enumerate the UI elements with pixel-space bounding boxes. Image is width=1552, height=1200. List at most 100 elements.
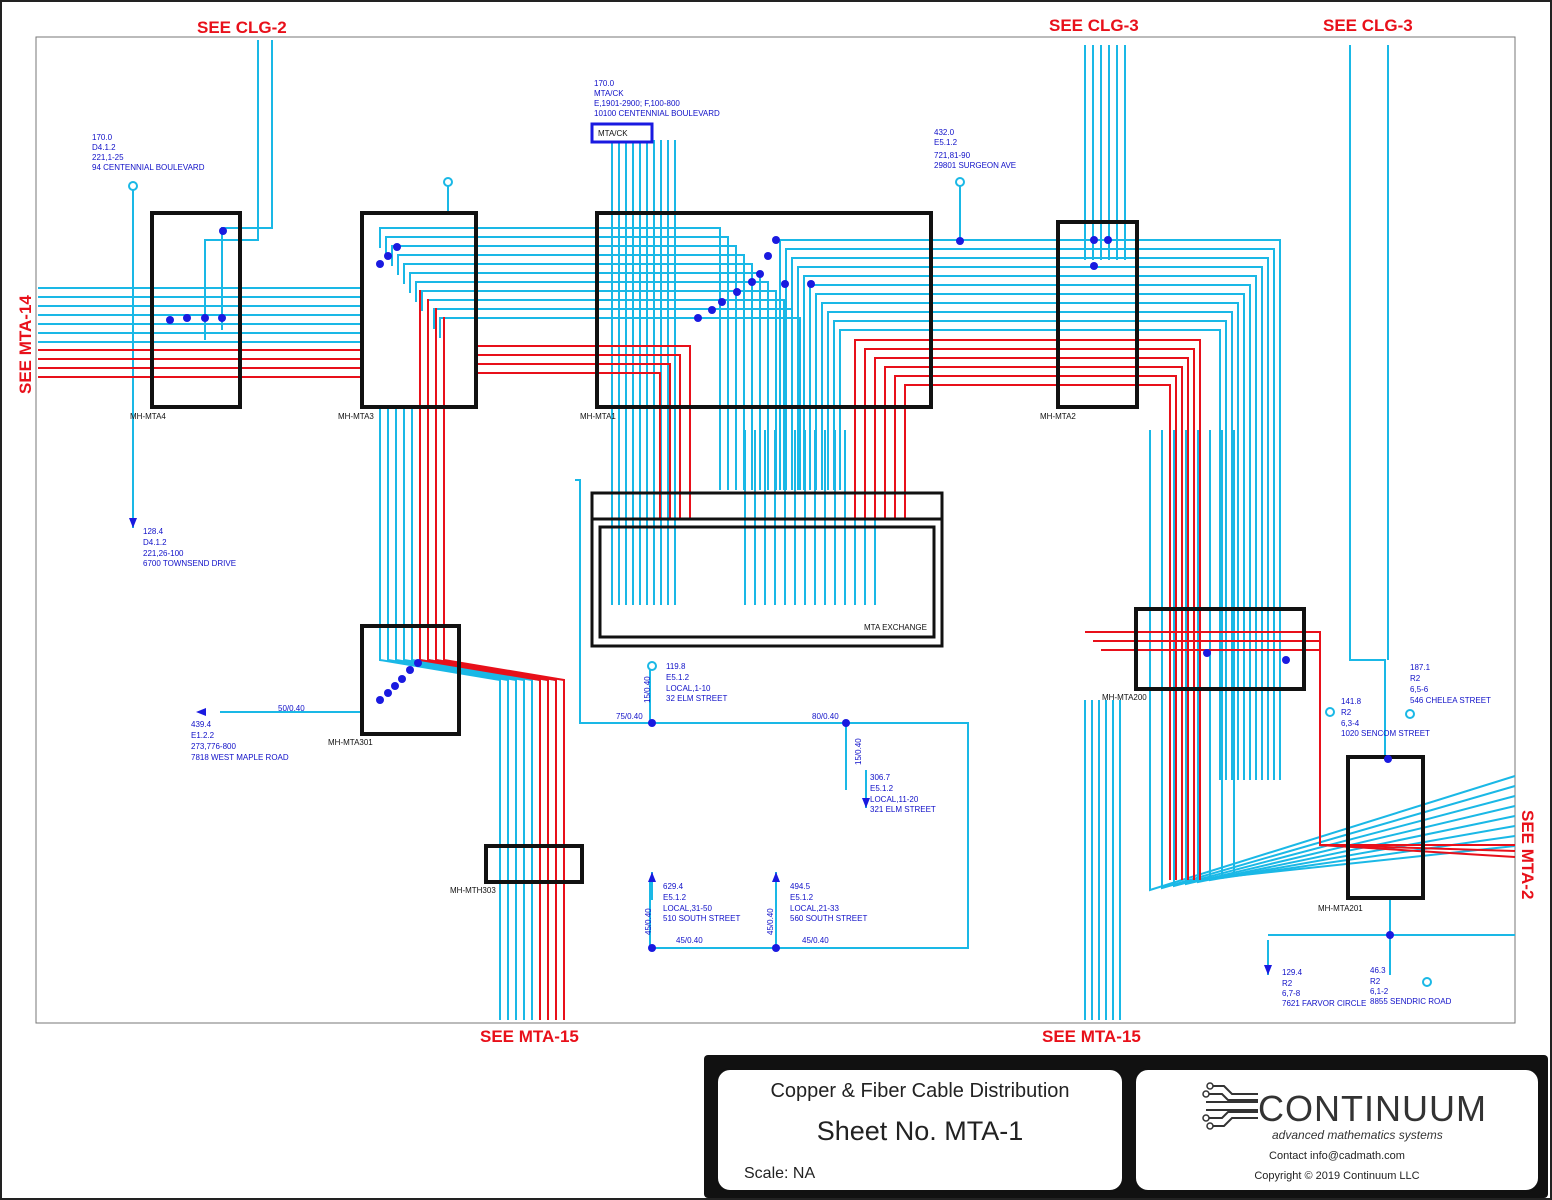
ref-right[interactable]: SEE MTA-2: [1518, 810, 1537, 899]
terminal-ring-icon: [955, 177, 965, 187]
svg-text:560 SOUTH STREET: 560 SOUTH STREET: [790, 914, 867, 923]
svg-text:E5.1.2: E5.1.2: [870, 784, 894, 793]
svg-text:R2: R2: [1410, 674, 1421, 683]
manhole-mta1[interactable]: [595, 211, 933, 409]
cable-label: 45/0.40: [644, 908, 653, 935]
svg-text:E,1901-2900; F,100-800: E,1901-2900; F,100-800: [594, 99, 680, 108]
splice-node: [1386, 931, 1394, 939]
terminal-ring-icon: [128, 181, 138, 191]
splice-node: [393, 243, 401, 251]
manhole-mta200[interactable]: [1134, 607, 1306, 691]
terminal-arrow-icon: [648, 872, 656, 882]
manhole-mta301[interactable]: [360, 624, 461, 736]
company-name: CONTINUUM: [1258, 1088, 1487, 1129]
manhole-mth303[interactable]: [484, 844, 584, 884]
fiber-cable: [435, 308, 557, 1020]
splice-node: [414, 659, 422, 667]
copper-cable: [821, 302, 1239, 780]
svg-text:629.4: 629.4: [663, 882, 684, 891]
fiber-cable: [884, 366, 1183, 880]
svg-text:R2: R2: [1282, 979, 1293, 988]
copper-cable: [204, 40, 259, 340]
copper-cable: [411, 407, 533, 1020]
svg-text:D4.1.2: D4.1.2: [92, 143, 116, 152]
svg-text:546 CHELEA STREET: 546 CHELEA STREET: [1410, 696, 1491, 705]
splice-node: [384, 689, 392, 697]
svg-text:D4.1.2: D4.1.2: [143, 538, 167, 547]
svg-text:6,5-6: 6,5-6: [1410, 685, 1429, 694]
ref-left[interactable]: SEE MTA-14: [16, 295, 35, 394]
svg-text:432.0: 432.0: [934, 128, 955, 137]
svg-text:321 ELM STREET: 321 ELM STREET: [870, 805, 936, 814]
copper-cable: [385, 236, 729, 490]
fiber-cable: [864, 348, 1195, 880]
svg-text:439.4: 439.4: [191, 720, 212, 729]
contact-text[interactable]: Contact info@cadmath.com: [1269, 1150, 1405, 1162]
copper-cable: [409, 272, 761, 490]
cable-size-labels: 50/0.40 75/0.40 80/0.40 15/0.40 45/0.40 …: [278, 676, 863, 945]
svg-text:E1.2.2: E1.2.2: [191, 731, 215, 740]
splice-node: [648, 719, 656, 727]
splice-node: [648, 944, 656, 952]
splice-node: [956, 237, 964, 245]
splice-node: [733, 288, 741, 296]
svg-text:E5.1.2: E5.1.2: [666, 673, 690, 682]
copper-cable: [809, 284, 1251, 780]
copper-cable: [785, 248, 1275, 780]
svg-text:170.0: 170.0: [92, 133, 113, 142]
svg-text:MTA/CK: MTA/CK: [594, 89, 624, 98]
cable-label: 80/0.40: [812, 712, 839, 721]
manhole-mta4[interactable]: [150, 211, 242, 409]
label-mh-mta301: MH-MTA301: [328, 738, 373, 747]
copyright-text: Copyright © 2019 Continuum LLC: [1254, 1170, 1420, 1182]
ref-top-left[interactable]: SEE CLG-2: [197, 18, 287, 37]
label-mh-mta2: MH-MTA2: [1040, 412, 1076, 421]
splice-nodes: [166, 227, 1394, 952]
svg-text:LOCAL,21-33: LOCAL,21-33: [790, 904, 839, 913]
copper-cable: [379, 227, 721, 490]
svg-text:128.4: 128.4: [143, 527, 164, 536]
terminals: [128, 177, 1432, 987]
svg-text:R2: R2: [1341, 708, 1352, 717]
splice-node: [183, 314, 191, 322]
copper-cable: [387, 407, 509, 1020]
svg-text:7621 FARVOR CIRCLE: 7621 FARVOR CIRCLE: [1282, 999, 1366, 1008]
copper-cable: [791, 257, 1269, 780]
copper-cable: [797, 266, 1263, 780]
manhole-mta3[interactable]: [360, 211, 478, 409]
fiber-cable: [427, 299, 549, 1020]
ref-bottom-left[interactable]: SEE MTA-15: [480, 1027, 579, 1046]
manhole-mta2[interactable]: [1056, 220, 1139, 409]
ref-bottom-right[interactable]: SEE MTA-15: [1042, 1027, 1141, 1046]
svg-text:129.4: 129.4: [1282, 968, 1303, 977]
svg-text:510 SOUTH STREET: 510 SOUTH STREET: [663, 914, 740, 923]
splice-node: [1090, 236, 1098, 244]
ref-top-right[interactable]: SEE CLG-3: [1323, 16, 1413, 35]
svg-text:1020 SENCOM STREET: 1020 SENCOM STREET: [1341, 729, 1430, 738]
copper-cable: [1185, 430, 1516, 886]
cable-label: 75/0.40: [616, 712, 643, 721]
terminal-ring-icon: [1422, 977, 1432, 987]
cable-label: 50/0.40: [278, 704, 305, 713]
splice-node: [384, 252, 392, 260]
splice-node: [376, 260, 384, 268]
svg-text:8855 SENDRIC ROAD: 8855 SENDRIC ROAD: [1370, 997, 1452, 1006]
cable-label: 45/0.40: [676, 936, 703, 945]
mta-ck-box[interactable]: [590, 122, 654, 144]
ref-top-mid[interactable]: SEE CLG-3: [1049, 16, 1139, 35]
svg-text:306.7: 306.7: [870, 773, 891, 782]
svg-text:LOCAL,1-10: LOCAL,1-10: [666, 684, 711, 693]
copper-cable: [575, 479, 847, 790]
mta-exchange[interactable]: [590, 491, 944, 648]
copper-cable: [1173, 430, 1516, 888]
label-mh-mta4: MH-MTA4: [130, 412, 166, 421]
svg-text:6,3-4: 6,3-4: [1341, 719, 1360, 728]
fiber-cable: [419, 290, 541, 1020]
cable-label: 15/0.40: [854, 738, 863, 765]
svg-text:141.8: 141.8: [1341, 697, 1362, 706]
